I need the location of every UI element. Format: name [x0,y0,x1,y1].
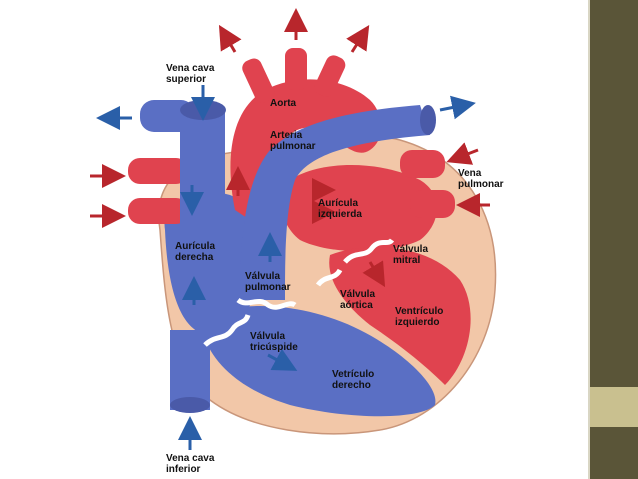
label-vena-cava-superior-line2: superior [166,74,206,85]
sidebar-edge [588,0,590,479]
pulmonary-artery [240,105,430,300]
aorta-branch-1 [242,58,275,103]
label-auricula-derecha-line1: Aurícula [175,241,215,252]
heart-diagram: Vena cava superior Aorta Arteria pulmona… [90,8,504,475]
label-valvula-mitral-line1: Válvula [393,244,428,255]
pulmonary-artery-opening [420,105,436,135]
label-arteria-pulmonar-line1: Arteria [270,130,303,141]
arrow-pulmonary-in-right-1 [446,142,479,165]
label-valvula-mitral-line2: mitral [393,255,420,266]
pulmonary-vein-right-2 [410,190,455,218]
label-arteria-pulmonar-line2: pulmonar [270,141,316,152]
label-valvula-aortica-line1: Válvula [340,289,375,300]
sidebar-accent-block [590,387,638,427]
label-vena-pulmonar-line2: pulmonar [458,179,504,190]
label-aorta: Aorta [270,98,297,109]
arrow-mitral [362,260,386,288]
arrow-aorta-out-1 [218,24,242,53]
aorta-branch-3 [314,55,346,97]
label-auricula-izquierda-line2: izquierda [318,209,362,220]
label-valvula-pulmonar-line2: pulmonar [245,282,291,293]
pulmonary-vein-left-2 [128,198,188,224]
aorta-branch-2 [285,48,307,90]
label-auricula-derecha-line2: derecha [175,252,214,263]
arrow-pulmonary-artery-out [439,95,476,120]
label-vena-cava-inferior-line2: inferior [166,464,201,475]
inferior-vena-cava [170,330,210,410]
label-auricula-izquierda-line1: Aurícula [318,198,358,209]
label-ventriculo-derecho-line1: Vetrículo [332,369,374,380]
tricuspid-valve [203,314,251,347]
label-valvula-tricuspide-line1: Válvula [250,331,285,342]
label-valvula-pulmonar-line1: Válvula [245,271,280,282]
label-vena-cava-inferior-line1: Vena cava [166,453,215,464]
label-ventriculo-izquierdo-line1: Ventrículo [395,306,443,317]
arrow-aorta-out-3 [346,24,370,53]
ivc-opening [170,397,210,413]
label-valvula-tricuspide-line2: tricúspide [250,342,298,353]
right-ventricle [200,306,436,417]
mitral-valve [343,238,395,264]
arrow-right-ventricle [267,348,298,371]
pulmonary-vein-left-1 [128,158,188,184]
label-valvula-aortica-line2: aórtica [340,300,373,311]
label-ventriculo-izquierdo-line2: izquierdo [395,317,439,328]
pulmonary-valve [236,297,297,310]
pulmonary-vein-right-1 [400,150,445,178]
label-ventriculo-derecho-line2: derecho [332,380,371,391]
aortic-valve [315,268,343,287]
label-vena-cava-superior-line1: Vena cava [166,63,215,74]
label-vena-pulmonar-line1: Vena [458,168,482,179]
